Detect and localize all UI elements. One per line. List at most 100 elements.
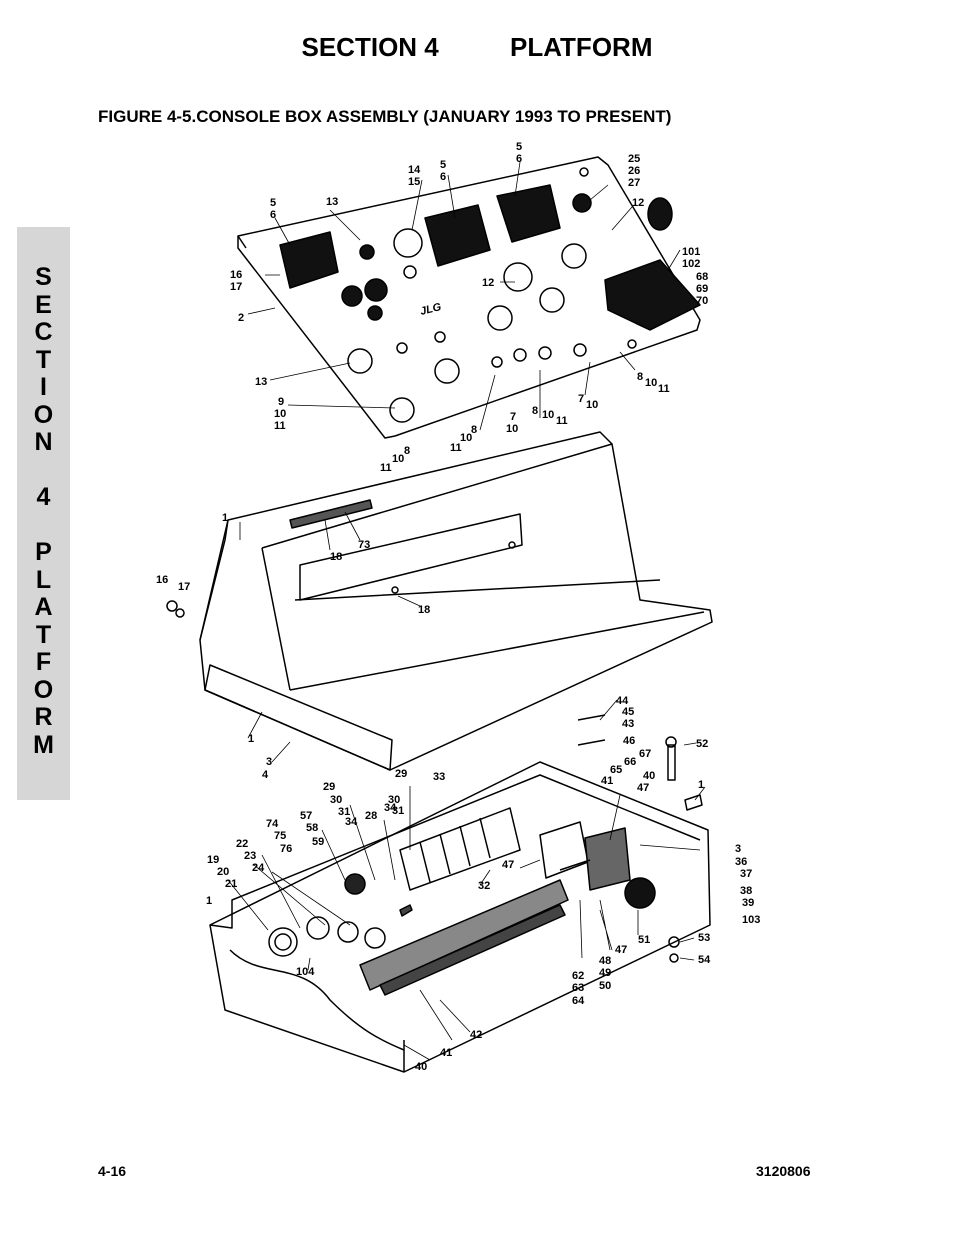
- callout-number: 23: [244, 850, 256, 862]
- callout-number: 10: [645, 377, 657, 389]
- callout-number: 6: [516, 153, 522, 165]
- callout-number: 8: [637, 371, 643, 383]
- side-tab-letter: O: [33, 400, 54, 429]
- callout-number: 26: [628, 165, 640, 177]
- side-tab-letter: N: [34, 428, 53, 456]
- callout-number: 41: [601, 775, 613, 787]
- side-tab-letter: A: [34, 593, 53, 621]
- side-tab-letter: L: [35, 565, 52, 594]
- callout-number: 30: [330, 794, 342, 806]
- callout-number: 101: [682, 246, 700, 258]
- callout-number: 69: [696, 283, 708, 295]
- side-tab-letter: [17, 457, 70, 485]
- side-tab-letter: O: [33, 675, 54, 704]
- callout-number: 10: [392, 453, 404, 465]
- side-tab-letter: C: [34, 318, 53, 346]
- callout-number: 8: [404, 445, 410, 457]
- relay-block: [399, 807, 521, 891]
- callout-number: 7: [578, 393, 584, 405]
- callout-number: 10: [506, 423, 518, 435]
- callout-number: 36: [735, 856, 747, 868]
- joystick-right-base: [604, 259, 701, 331]
- callout-number: 40: [643, 770, 655, 782]
- section-label: SECTION 4: [301, 32, 439, 62]
- callout-number: 73: [358, 539, 370, 551]
- callout-number: 11: [274, 420, 286, 432]
- jlg-logo: JLG: [419, 301, 443, 318]
- callout-number: 34: [384, 802, 397, 814]
- callout-number: 75: [274, 830, 286, 842]
- callout-number: 65: [610, 764, 622, 776]
- callout-number: 41: [440, 1047, 452, 1059]
- callout-number: 44: [616, 695, 629, 707]
- side-tab-letter: T: [35, 620, 52, 649]
- callout-number: 3: [735, 843, 741, 855]
- callout-number: 17: [178, 581, 190, 593]
- callout-number: 27: [628, 177, 640, 189]
- callout-number: 15: [408, 176, 420, 188]
- callout-number: 12: [482, 277, 494, 289]
- callout-number: 70: [696, 295, 708, 307]
- callout-number: 42: [470, 1029, 482, 1041]
- callout-number: 17: [230, 281, 242, 293]
- side-tab-letter: R: [34, 703, 53, 731]
- figure-title: FIGURE 4-5.CONSOLE BOX ASSEMBLY (JANUARY…: [98, 107, 672, 126]
- callout-number: 20: [217, 866, 229, 878]
- side-tab-letter: T: [35, 345, 52, 374]
- joystick-housing-mid: [424, 204, 491, 267]
- callout-number: 76: [280, 843, 292, 855]
- page-number: 4-16: [98, 1163, 127, 1179]
- callout-number: 29: [323, 781, 335, 793]
- callout-number: 74: [266, 818, 279, 830]
- callout-number: 24: [252, 862, 265, 874]
- callout-number: 10: [542, 409, 554, 421]
- callout-number: 63: [572, 982, 584, 994]
- callout-number: 18: [330, 551, 342, 563]
- callout-number: 28: [365, 810, 377, 822]
- section-title: PLATFORM: [509, 32, 653, 62]
- callout-number: 8: [532, 405, 538, 417]
- callout-number: 62: [572, 970, 584, 982]
- callout-number: 49: [599, 967, 611, 979]
- callout-number: 32: [478, 880, 490, 892]
- callout-number: 5: [440, 159, 446, 171]
- callout-number: 57: [300, 810, 312, 822]
- callout-number: 3: [266, 756, 272, 768]
- callout-number: 13: [255, 376, 267, 388]
- callout-number: 7: [510, 411, 516, 423]
- callout-number: 33: [433, 771, 445, 783]
- callout-number: 102: [682, 258, 700, 270]
- side-tab-letter: [17, 512, 70, 540]
- callout-number: 43: [622, 718, 634, 730]
- callout-number: 22: [236, 838, 248, 850]
- callout-number: 6: [270, 209, 276, 221]
- callout-number: 19: [207, 854, 219, 866]
- control-panel-plate: [237, 156, 701, 439]
- callout-number: 1: [698, 779, 704, 791]
- callout-number: 16: [156, 574, 168, 586]
- callout-number: 21: [225, 878, 237, 890]
- callout-number: 48: [599, 955, 611, 967]
- callout-number: 2: [238, 312, 244, 324]
- callout-number: 5: [516, 141, 522, 153]
- callout-number: 58: [306, 822, 318, 834]
- callout-number: 16: [230, 269, 242, 281]
- callout-number: 46: [623, 735, 635, 747]
- callout-number: 9: [278, 396, 284, 408]
- callout-number: 64: [572, 995, 585, 1007]
- callout-number: 11: [380, 462, 392, 474]
- callout-number: 1: [222, 512, 228, 524]
- callout-number: 10: [274, 408, 286, 420]
- callout-number: 68: [696, 271, 708, 283]
- callout-number: 13: [326, 196, 338, 208]
- callout-number: 1: [248, 733, 254, 745]
- document-number: 3120806: [756, 1163, 811, 1179]
- callout-number: 53: [698, 932, 710, 944]
- joystick-housing-right: [496, 184, 561, 243]
- callout-number: 47: [637, 782, 649, 794]
- callout-number: 8: [471, 424, 477, 436]
- callout-number: 11: [556, 415, 568, 427]
